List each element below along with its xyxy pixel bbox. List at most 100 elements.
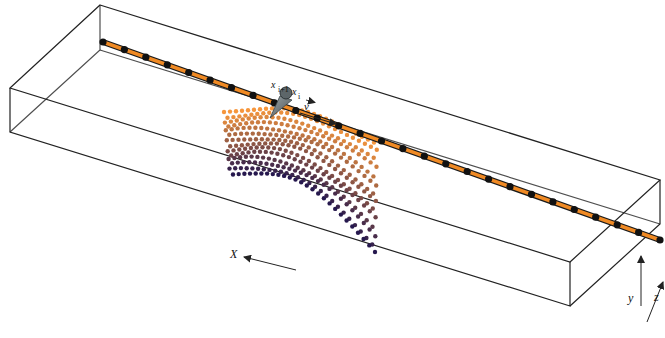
cloud-point <box>227 166 231 170</box>
rod-nodes <box>99 38 663 243</box>
cloud-point <box>272 158 276 162</box>
cloud-point <box>360 148 364 152</box>
rod-node <box>464 168 471 175</box>
cloud-point <box>228 109 232 113</box>
cloud-point <box>322 183 326 187</box>
cloud-point <box>309 130 313 134</box>
cloud-point <box>265 126 269 130</box>
cloud-point <box>351 148 355 152</box>
cloud-point <box>262 167 266 171</box>
cloud-point <box>361 237 365 241</box>
rod-node <box>142 54 149 61</box>
cloud-point <box>252 108 256 112</box>
cloud-point <box>233 166 237 170</box>
cloud-point <box>327 163 331 167</box>
cloud-point <box>274 121 278 125</box>
cloud-point <box>230 138 234 142</box>
cloud-point <box>266 145 270 149</box>
rod-node <box>207 77 214 84</box>
cloud-point <box>294 120 298 124</box>
cloud-point <box>278 147 282 151</box>
cloud-point <box>307 145 311 149</box>
cloud-point <box>357 139 361 143</box>
cloud-point <box>310 176 314 180</box>
cloud-point <box>369 145 373 149</box>
rod-node <box>635 229 642 236</box>
cloud-point <box>327 176 331 180</box>
cloud-point <box>339 142 343 146</box>
cloud-point <box>292 145 296 149</box>
cloud-point <box>362 174 366 178</box>
cloud-point <box>368 179 372 183</box>
cloud-point <box>315 142 319 146</box>
cloud-point <box>225 116 229 120</box>
cloud-point <box>276 116 280 120</box>
cloud-point <box>271 127 275 131</box>
cloud-point <box>363 156 367 160</box>
cloud-point <box>359 165 363 169</box>
cloud-point <box>281 153 285 157</box>
cloud-point <box>288 118 292 122</box>
cloud-point <box>310 152 314 156</box>
cloud-point <box>241 126 245 130</box>
axis-label: y <box>628 292 633 304</box>
point-cloud <box>222 106 379 254</box>
cloud-point <box>240 143 244 147</box>
cloud-point <box>265 171 269 175</box>
cloud-point <box>237 172 241 176</box>
cloud-point <box>235 152 239 156</box>
cloud-point <box>245 166 249 170</box>
cloud-point <box>362 203 366 207</box>
cloud-point <box>309 140 313 144</box>
rod-node <box>292 107 299 114</box>
rod-outline <box>103 42 660 240</box>
cloud-point <box>293 157 297 161</box>
cloud-point <box>299 171 303 175</box>
cloud-point <box>249 113 253 117</box>
cloud-point <box>237 114 241 118</box>
cloud-point <box>269 150 273 154</box>
cloud-point <box>286 134 290 138</box>
cloud-point <box>327 137 331 141</box>
cloud-point <box>256 120 260 124</box>
cloud-point <box>241 160 245 164</box>
cloud-point <box>239 132 243 136</box>
cloud-point <box>366 152 370 156</box>
cloud-point <box>277 128 281 132</box>
cloud-point <box>357 152 361 156</box>
cloud-point <box>287 167 291 171</box>
cloud-point <box>267 111 271 115</box>
cloud-point <box>278 159 282 163</box>
cloud-point <box>356 185 360 189</box>
cloud-point <box>247 126 251 130</box>
cloud-point <box>253 160 257 164</box>
cloud-point <box>284 149 288 153</box>
cloud-point <box>285 123 289 127</box>
cloud-point <box>301 156 305 160</box>
cloud-point <box>263 141 267 145</box>
cloud-point <box>348 156 352 160</box>
rod-node <box>99 38 106 45</box>
cloud-point <box>232 123 236 127</box>
cloud-point <box>295 153 299 157</box>
cloud-point <box>283 129 287 133</box>
cloud-point <box>282 117 286 121</box>
cloud-point <box>246 150 250 154</box>
cloud-point <box>267 156 271 160</box>
cloud-point <box>264 162 268 166</box>
cloud-point <box>262 120 266 124</box>
cloud-point <box>246 108 250 112</box>
rod-node <box>656 236 663 243</box>
cloud-point <box>222 110 226 114</box>
cloud-point <box>231 148 235 152</box>
cloud-point <box>350 208 354 212</box>
cloud-point <box>258 115 262 119</box>
cloud-point <box>253 116 257 120</box>
cloud-point <box>284 161 288 165</box>
cloud-point <box>262 132 266 136</box>
cloud-point <box>241 151 245 155</box>
cloud-point <box>324 131 328 135</box>
rod-node <box>421 153 428 160</box>
cloud-point <box>285 111 289 115</box>
rod-node <box>357 130 364 137</box>
